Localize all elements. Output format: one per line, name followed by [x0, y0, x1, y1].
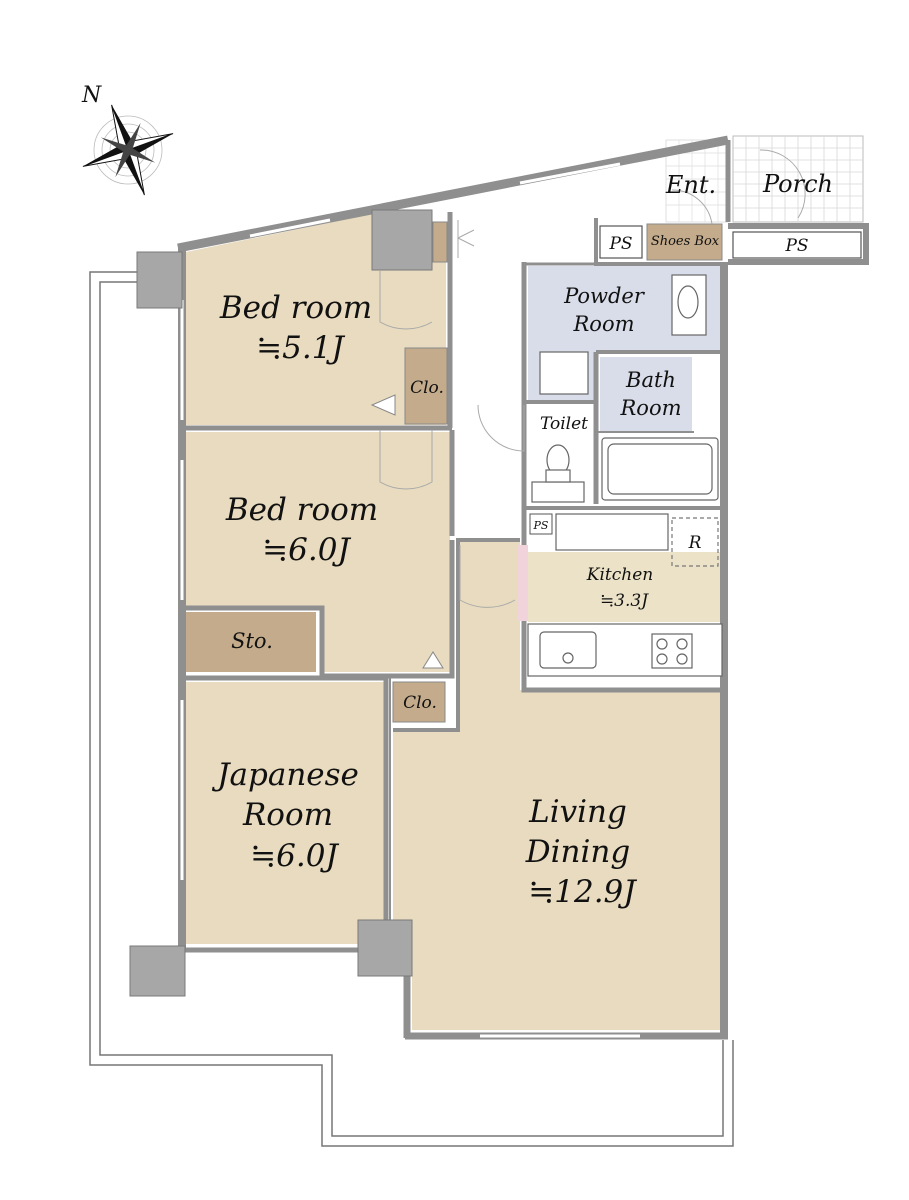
compass-rose-icon: N: [81, 83, 174, 196]
ps-porch-label: PS: [784, 236, 808, 256]
bath-room-line2: Room: [619, 396, 681, 420]
ps-porch-box: [732, 231, 862, 259]
kitchen-counter-top: [555, 513, 669, 551]
bedroom1-floor: [186, 252, 446, 425]
toilet-name: Toilet: [540, 414, 588, 434]
bath-room-floor: [600, 357, 692, 431]
japanese-room-size: ≒6.0J: [250, 838, 339, 874]
kitchen-glass-partition: [518, 545, 528, 621]
ps-entry-box: [599, 225, 643, 259]
bedroom1-size: ≒5.1J: [256, 330, 345, 366]
interior-walls: [186, 212, 724, 946]
bedroom1-name: Bed room: [219, 290, 372, 326]
living-size: ≒12.9J: [528, 874, 637, 910]
door-swings: [379, 149, 806, 608]
windows: [180, 162, 640, 1038]
powder-room-line1: Powder: [563, 284, 646, 308]
living-line2: Dining: [525, 834, 630, 870]
japanese-room-line1: Japanese: [211, 757, 359, 793]
porch-tiles: [665, 135, 864, 223]
living-line1: Living: [528, 794, 627, 830]
fixtures: [527, 274, 723, 677]
bathtub: [601, 437, 719, 501]
refrigerator-space: [671, 517, 719, 567]
entrance-name: Ent.: [665, 171, 716, 199]
storage-floor: [186, 612, 316, 672]
japanese-room-line2: Room: [242, 797, 333, 833]
closet2: [392, 681, 446, 723]
refrigerator-label: R: [688, 533, 702, 553]
toilet-tank: [531, 481, 585, 503]
sink: [539, 631, 597, 669]
ps-entry-label: PS: [608, 234, 632, 254]
bedroom2-name: Bed room: [225, 492, 378, 528]
bedroom1-top: [186, 214, 372, 262]
shoes-box: [646, 223, 723, 261]
closet1: [404, 347, 448, 425]
storage-label: Sto.: [231, 629, 273, 653]
living-dining-floor: [393, 540, 722, 1030]
closet-small: [432, 221, 448, 263]
kitchen-size: ≒3.3J: [600, 591, 649, 611]
porch-name: Porch: [762, 170, 833, 198]
kitchen-name: Kitchen: [586, 565, 653, 585]
structural-columns: [129, 209, 433, 997]
ps-kitchen-label: PS: [533, 519, 549, 532]
powder-room-line2: Room: [572, 312, 634, 336]
closet1-label: Clo.: [410, 378, 444, 398]
bedroom2-floor: [186, 432, 450, 672]
kitchen-floor: [528, 552, 722, 622]
compass-north-label: N: [81, 83, 102, 108]
balcony: [89, 271, 734, 1147]
washer-space: [539, 351, 589, 395]
closet2-label: Clo.: [403, 693, 437, 713]
shoes-box-label: Shoes Box: [651, 234, 720, 249]
closet-door-marks: [370, 394, 444, 669]
japanese-room-floor: [186, 682, 384, 944]
ps-kitchen-box: [529, 513, 553, 535]
bedroom2-size: ≒6.0J: [262, 532, 351, 568]
bath-room-line1: Bath: [625, 368, 676, 392]
